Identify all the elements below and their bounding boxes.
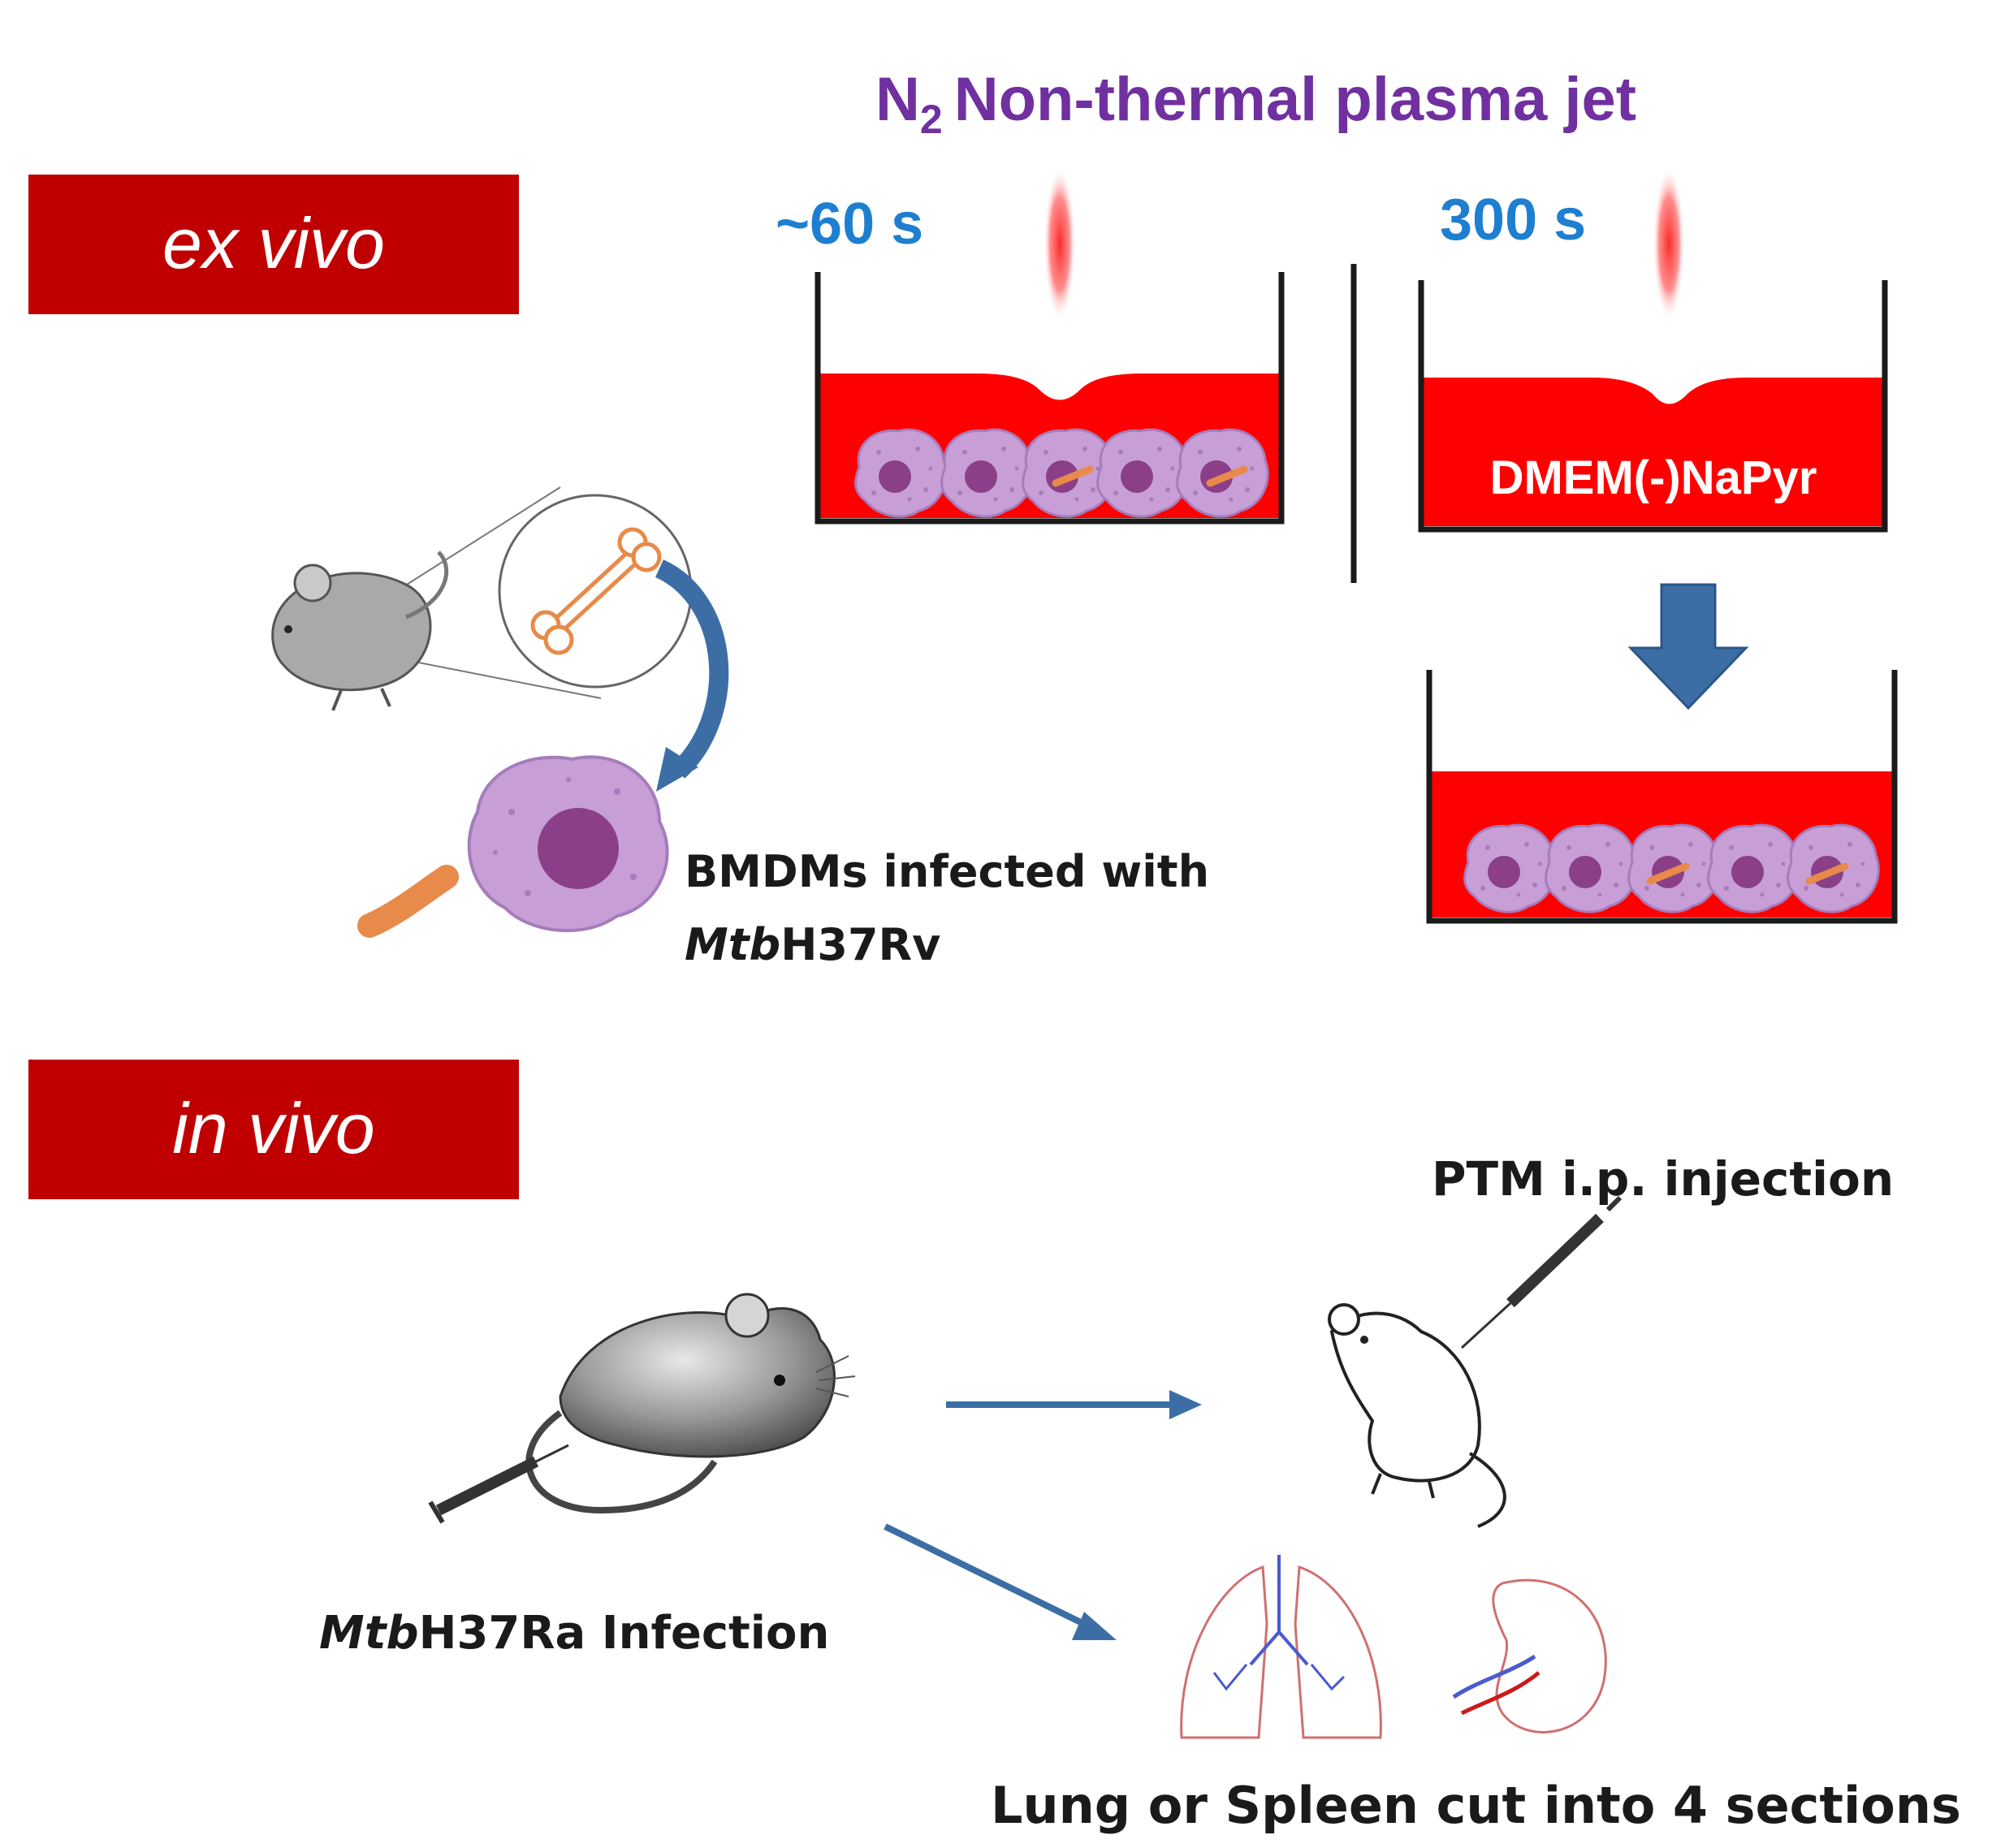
macrophage-icon [940,428,1034,518]
culture-well-left [815,272,1285,525]
infection-label: MtbH37Ra Infection [319,1607,829,1660]
arrow-to-injection-head [1169,1390,1202,1419]
transfer-arrow [1627,583,1749,710]
rat-icon [525,1293,856,1514]
curved-arrow-head [656,747,698,792]
lung-icon [1180,1555,1382,1739]
ex-vivo-banner [28,175,519,314]
macrophage-icon [854,428,948,518]
syringe-icon [428,1444,569,1524]
macrophage-icon [1176,428,1269,518]
macrophage-icon [1096,428,1190,518]
macrophage-icon [1545,823,1638,913]
arrow-to-organs [884,1523,1094,1631]
arrow-to-organs-head [1072,1612,1117,1640]
plasma-subscript: 2 [920,97,943,142]
mouse-icon [271,551,449,711]
culture-well-icon [1418,280,1888,533]
cells-label-italic: Mtb [685,919,780,970]
medium-label: DMEM(-)NaPyr [1490,451,1817,504]
culture-well-lower [1426,670,1898,924]
medium-right [1423,378,1882,526]
in-vivo-banner [28,1060,519,1199]
spleen-icon [1452,1578,1607,1734]
bacterium-icon [1206,465,1248,487]
macrophage-icon [467,755,669,933]
culture-well-icon [815,272,1285,525]
infection-label-rest: H37Ra Infection [419,1607,830,1660]
in-vivo-banner-label: in vivo [172,1088,374,1168]
plasma-text: Non-thermal plasma jet [954,65,1636,134]
time-left-label: ~60 s [776,192,923,257]
ex-vivo-banner-label: ex vivo [162,203,385,283]
curved-arrow [655,559,729,779]
mouse-icon [1328,1303,1506,1528]
culture-well-icon [1426,670,1898,924]
cells-label-rest: H37Rv [780,919,940,970]
culture-well-right [1418,280,1888,533]
injection-label: PTM i.p. injection [1432,1151,1894,1207]
bacterium-icon [1052,465,1094,487]
infection-label-italic: Mtb [319,1607,419,1660]
plasma-jet-icon [1653,166,1685,321]
bacterium-icon [1805,862,1849,885]
plasma-jet-icon [1044,166,1076,321]
time-right-label: 300 s [1440,188,1586,253]
macrophage-icon [1707,823,1800,913]
syringe-icon [1460,1195,1623,1349]
cells-label-line1: BMDMs infected with [685,846,1209,897]
bacterium-icon [357,865,459,938]
bacterium-icon [1646,862,1690,885]
organs-label: Lung or Spleen cut into 4 sections [991,1776,1961,1835]
cells-label-line2: MtbH37Rv [685,919,940,970]
macrophage-icon [1463,823,1557,913]
mouse-bone-illustration [271,486,729,792]
bone-icon [530,527,662,655]
plasma-symbol: N [875,65,920,134]
